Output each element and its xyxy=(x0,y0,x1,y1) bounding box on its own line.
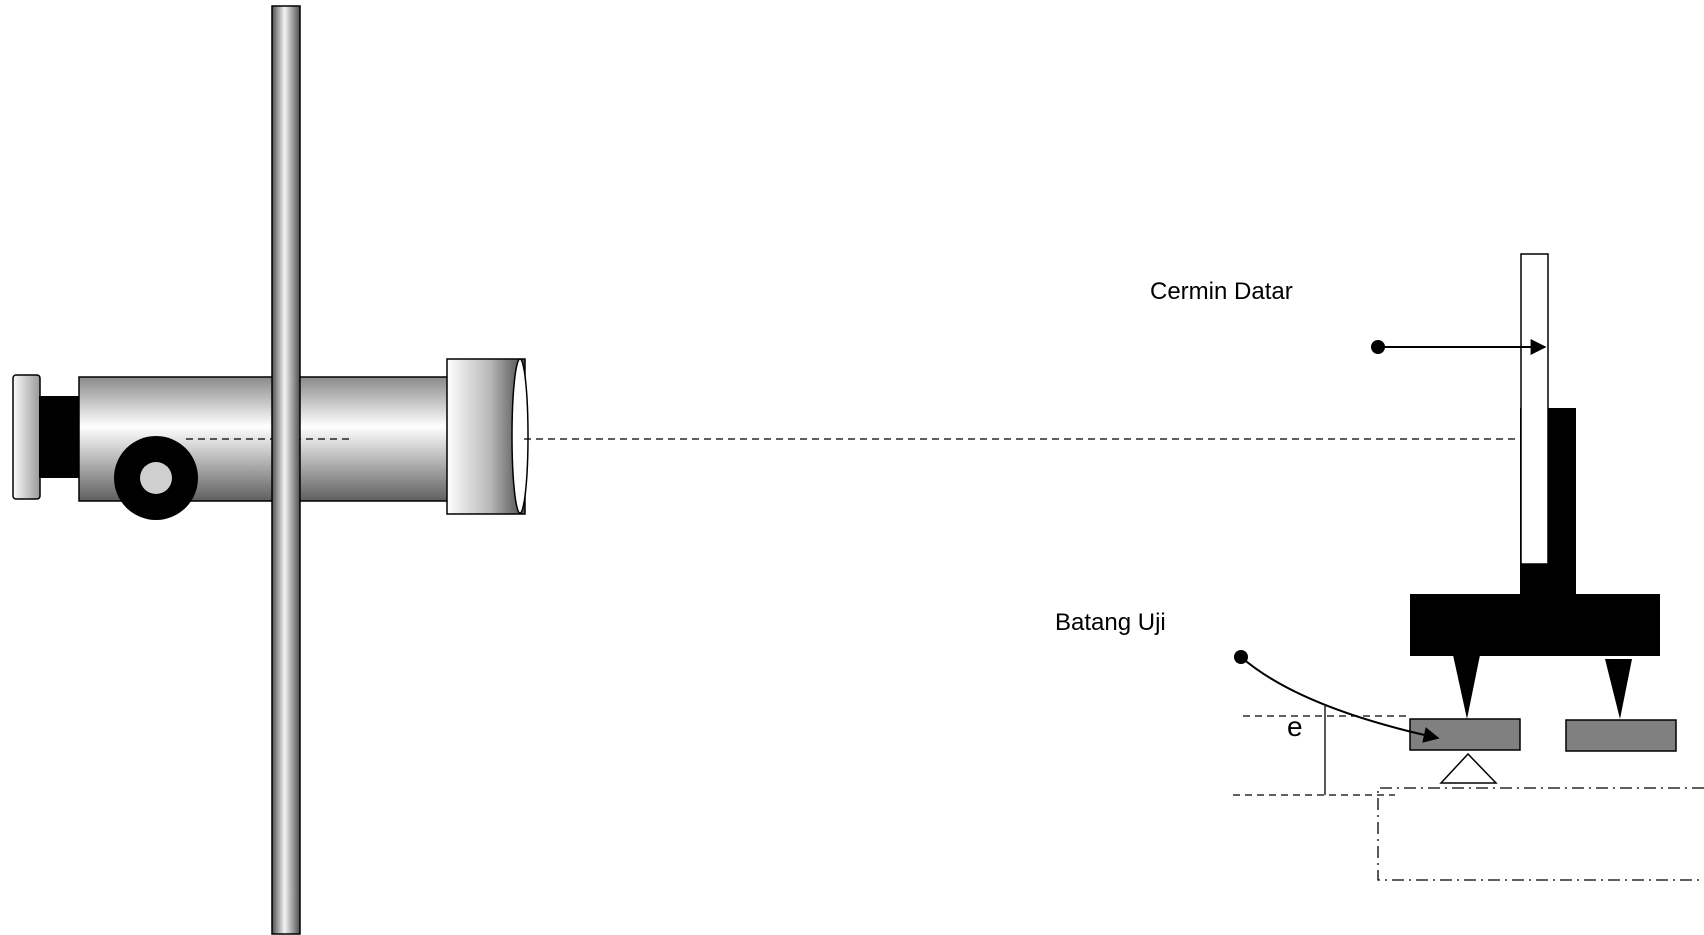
eyepiece-cap xyxy=(12,374,41,500)
deflection-label: e xyxy=(1287,711,1303,742)
mirror-assembly xyxy=(1410,253,1660,719)
rod-pointer-arrow xyxy=(1240,656,1440,743)
stand-pole xyxy=(271,5,301,935)
focus-knob-center xyxy=(140,462,172,494)
platform-outline xyxy=(1377,787,1704,881)
objective-lens xyxy=(511,358,529,514)
plane-mirror xyxy=(1520,253,1549,565)
support-spike-left xyxy=(1453,655,1480,719)
support-spike-right xyxy=(1605,659,1632,719)
reference-block xyxy=(1565,719,1677,752)
telescope xyxy=(12,358,529,520)
mirror-pointer xyxy=(1371,339,1547,355)
rod-pointer xyxy=(1234,650,1440,743)
eyepiece-collar xyxy=(39,396,79,478)
fulcrum-triangle-icon xyxy=(1439,752,1498,784)
rod-label: Batang Uji xyxy=(1055,609,1166,636)
mirror-label: Cermin Datar xyxy=(1150,278,1293,305)
mirror-base-plate xyxy=(1410,594,1660,656)
